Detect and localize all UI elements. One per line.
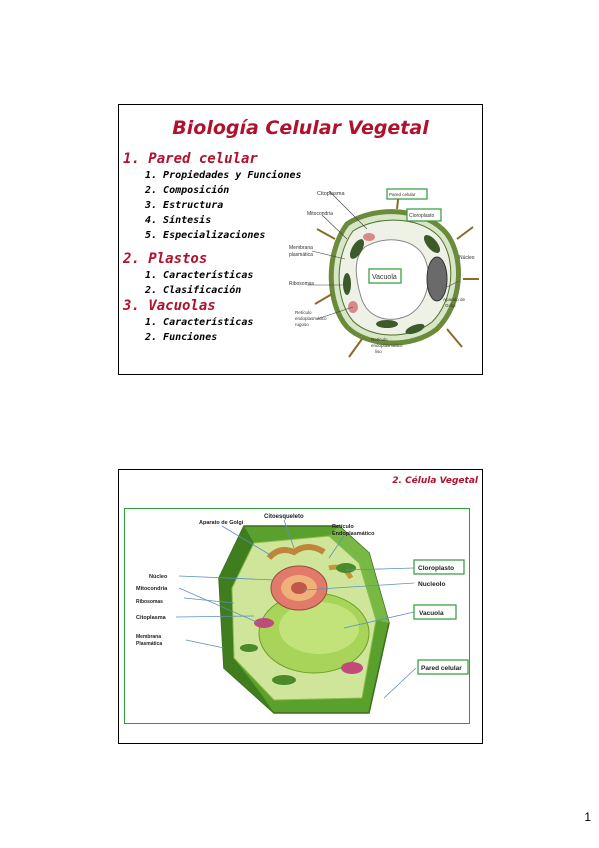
label-reticulo: endoplasmático: [295, 316, 327, 321]
plant-cell-3d-diagram: Citoesqueleto Aparato de Golgi Retículo …: [124, 508, 470, 724]
slide-2-title: 2. Célula Vegetal: [392, 476, 478, 486]
outline: 1. Pared celular 1. Propiedades y Funcio…: [123, 151, 323, 345]
label-membrana: Membrana: [136, 634, 161, 640]
outline-item: 2. Funciones: [145, 332, 218, 343]
label-golgi: Golgi: [445, 303, 456, 308]
outline-item: 3. Estructura: [145, 200, 224, 211]
outline-item: 1. Características: [145, 317, 254, 328]
label-cloroplasto: Cloroplasto: [418, 565, 454, 572]
label-reticulo: Retículo: [332, 524, 354, 530]
section-heading: 1. Pared celular: [123, 151, 258, 167]
label-reticulo: rugoso: [295, 322, 309, 327]
section-heading: 2. Plastos: [123, 251, 208, 267]
label-golgi: Aparato de: [443, 297, 466, 302]
label-ret-liso: endoplasmático: [371, 343, 403, 348]
label-golgi: Aparato de Golgi: [199, 520, 244, 526]
label-nucleolo: Nucleolo: [418, 581, 445, 588]
plant-cell-section-diagram: Citoplasma Mitocondria Membrana plasmáti…: [289, 188, 479, 358]
label-citoesqueleto: Citoesqueleto: [264, 514, 304, 520]
label-cloroplasto: Cloroplasto: [409, 213, 435, 219]
outline-item: 1. Características: [145, 270, 254, 281]
section-heading: 3. Vacuolas: [123, 298, 216, 314]
slide-1-title: Biología Celular Vegetal: [172, 117, 429, 139]
outline-item: 1. Propiedades y Funciones: [145, 170, 302, 181]
label-ribosomas: Ribosomas: [136, 599, 163, 605]
label-membrana: Membrana: [289, 245, 313, 251]
outline-item: 2. Composición: [145, 185, 230, 196]
label-ret-liso: liso: [375, 349, 382, 354]
page-number: 1: [584, 810, 591, 824]
label-vacuola: Vacuola: [419, 610, 444, 617]
label-citoplasma: Citoplasma: [136, 615, 167, 621]
label-vacuola: Vacuola: [372, 274, 397, 281]
label-nucleo: Núcleo: [459, 255, 475, 261]
label-reticulo: Endoplasmático: [332, 531, 375, 537]
slide-2: 2. Célula Vegetal: [118, 469, 483, 744]
label-nucleo: Núcleo: [149, 574, 168, 580]
label-reticulo: Retículo: [295, 310, 312, 315]
label-pared: Pared celular: [389, 192, 416, 197]
outline-item: 5. Especializaciones: [145, 230, 266, 241]
label-plasmatica: plasmática: [289, 252, 313, 258]
label-membrana: Plasmática: [136, 641, 162, 647]
label-citoplasma: Citoplasma: [317, 191, 345, 197]
outline-item: 2. Clasificación: [145, 285, 242, 296]
label-ret-liso: Retículo: [371, 337, 388, 342]
outline-item: 4. Síntesis: [145, 215, 212, 226]
slide-1: Biología Celular Vegetal 1. Pared celula…: [118, 104, 483, 375]
label-mitocondria: Mitocondria: [307, 211, 333, 217]
label-pared: Pared celular: [421, 665, 462, 672]
label-ribosomas: Ribosomas: [289, 281, 315, 287]
label-mitocondria: Mitocondria: [136, 586, 168, 592]
